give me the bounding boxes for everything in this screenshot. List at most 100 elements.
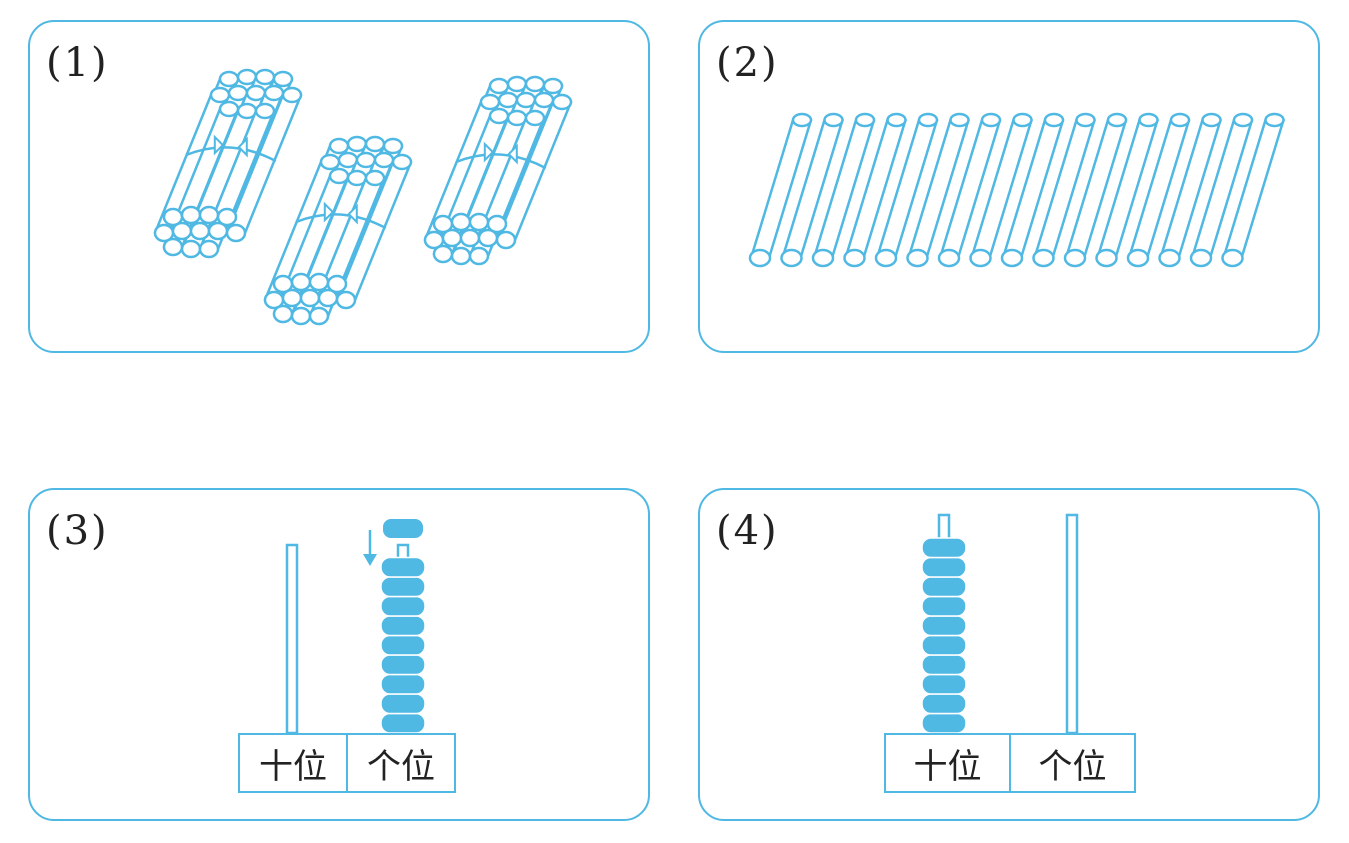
panel-4: (4) 十位 个位 [698, 488, 1320, 821]
abacus-bead [921, 556, 967, 578]
abacus-bead [921, 576, 967, 598]
place-value-table-4: 十位 个位 [884, 733, 1136, 793]
down-arrow-head [363, 554, 377, 566]
abacus-bead [921, 595, 967, 617]
panel-4-label: (4) [716, 508, 779, 554]
stick-end [198, 205, 220, 225]
stick-top [488, 77, 510, 95]
stick-top [1201, 112, 1222, 128]
stick-top [524, 75, 546, 93]
abacus-bead [380, 556, 426, 578]
abacus-bead [921, 537, 967, 559]
stick-end [1095, 248, 1118, 268]
abacus-bead [380, 693, 426, 715]
stick-end [308, 306, 330, 326]
stick-top [272, 70, 294, 88]
abacus-bead [921, 634, 967, 656]
stick-bundle [423, 75, 573, 266]
abacus-bead [921, 654, 967, 676]
abacus-4-illustration [921, 513, 1079, 735]
abacus-bead [921, 615, 967, 637]
stick-end [290, 272, 312, 292]
stick-top [1043, 112, 1065, 128]
abacus-bead [380, 595, 426, 617]
stick-end [335, 290, 357, 310]
stick-end [225, 223, 247, 243]
abacus-3-illustration [285, 519, 426, 735]
bundle-band [455, 153, 547, 170]
loose-sticks-illustration [748, 112, 1285, 268]
stick-end [780, 248, 803, 268]
loose-sticks [748, 112, 1285, 268]
abacus-bead [380, 654, 426, 676]
stick-end [468, 246, 490, 266]
incoming-bead [383, 519, 423, 538]
abacus-bead [921, 673, 967, 695]
panel-3: (3) 十位 个位 [28, 488, 650, 821]
stick-end [308, 272, 330, 292]
stick-top [364, 169, 386, 187]
stick-top [1169, 112, 1191, 128]
stick-top [533, 91, 555, 109]
stick-end [189, 221, 211, 241]
stick-end [326, 274, 348, 294]
stick-bundles-illustration [153, 68, 573, 326]
stick-end [272, 304, 294, 324]
stick-end [468, 212, 490, 232]
stick-end [317, 288, 339, 308]
abacus-bead [380, 615, 426, 637]
abacus-bead [380, 673, 426, 695]
panel-3-label: (3) [46, 508, 109, 554]
stick-end [171, 221, 193, 241]
stick-end [937, 248, 961, 268]
stick-top [218, 70, 240, 88]
bundle-bow [483, 141, 518, 165]
stick-top [791, 112, 813, 128]
stick-end [216, 207, 238, 227]
stick-top [281, 86, 303, 104]
stick-top [209, 86, 231, 104]
panel-2: (2) [698, 20, 1320, 353]
stick-end [811, 248, 835, 268]
stick-top [254, 102, 276, 120]
abacus-bead [921, 712, 967, 734]
place-value-table-3: 十位 个位 [238, 733, 456, 793]
panel-1-label: (1) [46, 40, 109, 86]
stick-top [1075, 112, 1096, 128]
stick-top [319, 153, 341, 171]
stick-top [479, 93, 501, 111]
stick-end [843, 248, 866, 268]
stick-end [1221, 248, 1244, 268]
stick-end [495, 230, 517, 250]
stick-end [1063, 248, 1087, 268]
stick-top [1106, 112, 1128, 128]
stick-top [886, 112, 907, 128]
stick-top [364, 135, 386, 153]
stick-end [441, 228, 463, 248]
stick-end [1000, 248, 1024, 268]
stick-end [477, 228, 499, 248]
abacus-bead [380, 634, 426, 656]
bundle-band [295, 213, 387, 230]
stick-end [748, 248, 772, 268]
stick-end [459, 228, 481, 248]
stick-top [980, 112, 1002, 128]
stick-end [180, 205, 202, 225]
stick-end [290, 306, 312, 326]
stick-bundle [153, 68, 303, 259]
stick-top [551, 93, 573, 111]
stick-top [254, 68, 276, 86]
stick-top [382, 137, 404, 155]
stick-top [823, 112, 844, 128]
stick-end [162, 237, 184, 257]
stick-top [854, 112, 876, 128]
stick-top [391, 153, 413, 171]
stick-end [1189, 248, 1213, 268]
stick-end [299, 288, 321, 308]
stick-end [1126, 248, 1150, 268]
stick-end [874, 248, 898, 268]
stick-end [486, 214, 508, 234]
stick-top [328, 137, 350, 155]
stick-end [450, 212, 472, 232]
panel-1: (1) [28, 20, 650, 353]
